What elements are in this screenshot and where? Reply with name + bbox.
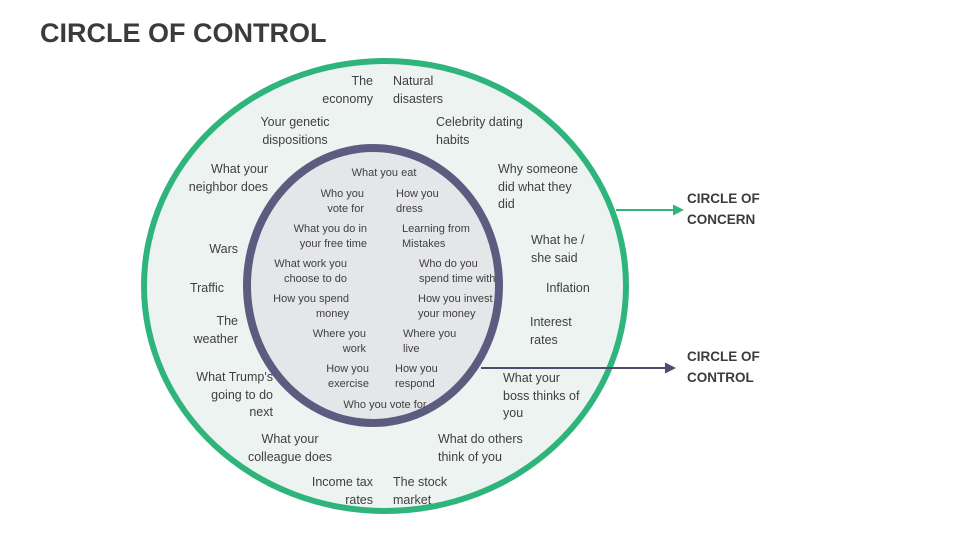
- control-item-how-you-dress: How you dress: [396, 188, 439, 215]
- circle-of-control-shape: [243, 144, 503, 427]
- control-item-where-work: Where you work: [312, 328, 366, 355]
- control-item-exercise: How you exercise: [326, 363, 369, 390]
- control-item-learning-mistakes: Learning from Mistakes: [402, 223, 470, 250]
- concern-item-what-he-she-said: What he / she said: [531, 233, 585, 265]
- concern-item-genetic-dispositions: Your genetic dispositions: [260, 115, 330, 147]
- circle-of-concern-label: CIRCLE OF CONCERN: [687, 191, 760, 227]
- page-title: CIRCLE OF CONTROL: [40, 18, 327, 48]
- circle-of-control-label: CIRCLE OF CONTROL: [687, 349, 760, 385]
- concern-item-inflation: Inflation: [546, 281, 590, 295]
- concern-item-boss: What your boss thinks of you: [503, 371, 580, 420]
- control-item-work-choose: What work you choose to do: [274, 258, 347, 285]
- concern-arrow-icon: [616, 204, 684, 216]
- control-item-what-you-eat: What you eat: [351, 167, 417, 179]
- control-item-spend-money: How you spend money: [273, 293, 349, 320]
- control-item-spend-time-with: Who do you spend time with: [419, 258, 496, 285]
- control-item-who-you-vote-for-bottom: Who you vote for: [343, 399, 427, 411]
- control-item-invest-money: How you invest your money: [418, 293, 493, 320]
- control-item-who-you-vote-for-top: Who you vote for: [320, 188, 364, 215]
- concern-item-the-economy: The economy: [322, 74, 373, 106]
- concern-item-celebrity-dating: Celebrity dating habits: [436, 115, 523, 147]
- concern-item-income-tax: Income tax rates: [311, 475, 373, 507]
- concern-item-why-someone: Why someone did what they did: [498, 162, 578, 211]
- concern-item-traffic: Traffic: [189, 281, 224, 295]
- concern-item-natural-disasters: Natural disasters: [393, 74, 444, 106]
- concern-item-wars: Wars: [209, 242, 238, 256]
- concern-item-stock-market: The stock market: [393, 475, 448, 507]
- control-item-free-time: What you do in your free time: [293, 223, 367, 250]
- control-item-where-live: Where you live: [403, 328, 457, 355]
- concern-item-interest-rates: Interest rates: [530, 315, 572, 347]
- concern-item-colleague: What your colleague does: [247, 432, 333, 464]
- concern-item-trump: What Trump's going to do next: [196, 370, 273, 419]
- concern-item-neighbor: What your neighbor does: [188, 162, 268, 194]
- control-item-respond: How you respond: [395, 363, 438, 390]
- concern-item-others-think: What do others think of you: [438, 432, 523, 464]
- concern-item-weather: The weather: [193, 314, 238, 346]
